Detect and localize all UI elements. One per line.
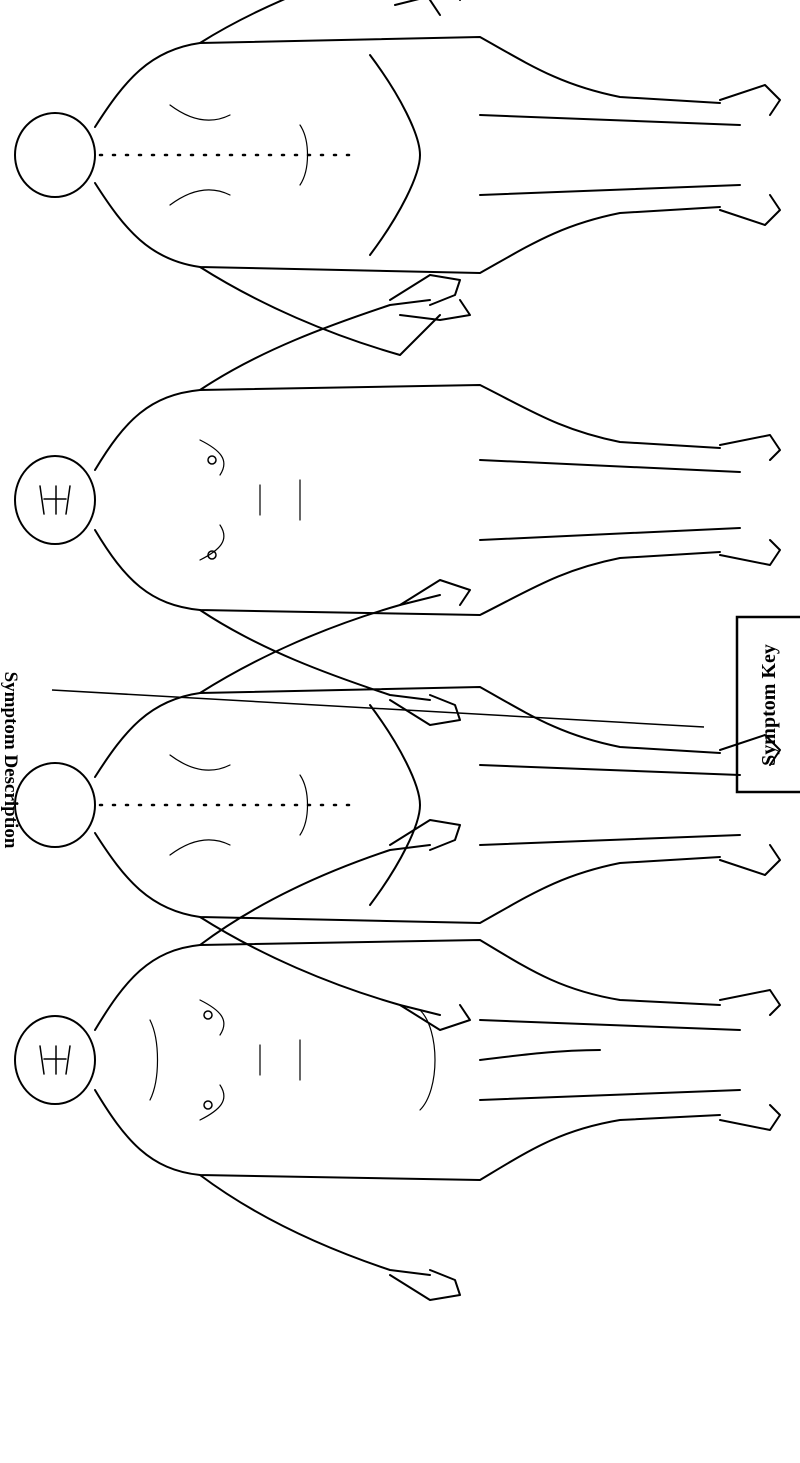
arm-upper bbox=[200, 0, 440, 355]
symptom-key-box: Symptom Key bbox=[737, 617, 800, 792]
torso-outline bbox=[95, 37, 720, 273]
figure-front-right bbox=[15, 275, 780, 725]
head-icon bbox=[15, 1016, 95, 1104]
feet bbox=[720, 990, 780, 1130]
inner-leg-lines bbox=[370, 705, 740, 905]
inner-leg-lines bbox=[480, 460, 740, 540]
hands bbox=[400, 580, 470, 1030]
head-icon bbox=[15, 456, 95, 544]
divider-line bbox=[52, 690, 704, 727]
head-back-icon bbox=[15, 113, 95, 197]
head-back-icon bbox=[15, 763, 95, 847]
hands bbox=[390, 820, 460, 1300]
figure-front-left bbox=[15, 820, 780, 1300]
muscle-detail bbox=[150, 1000, 435, 1120]
feet bbox=[720, 435, 780, 565]
torso-outline bbox=[95, 940, 720, 1180]
feet bbox=[720, 85, 780, 225]
hands bbox=[390, 275, 460, 725]
figure-back-right bbox=[15, 0, 780, 355]
inner-leg-lines bbox=[370, 55, 740, 255]
inner-leg-lines bbox=[480, 1020, 740, 1100]
arm-upper bbox=[200, 845, 430, 1275]
figure-back-left bbox=[15, 580, 780, 1030]
torso-outline bbox=[95, 385, 720, 615]
arm-upper bbox=[200, 300, 430, 700]
